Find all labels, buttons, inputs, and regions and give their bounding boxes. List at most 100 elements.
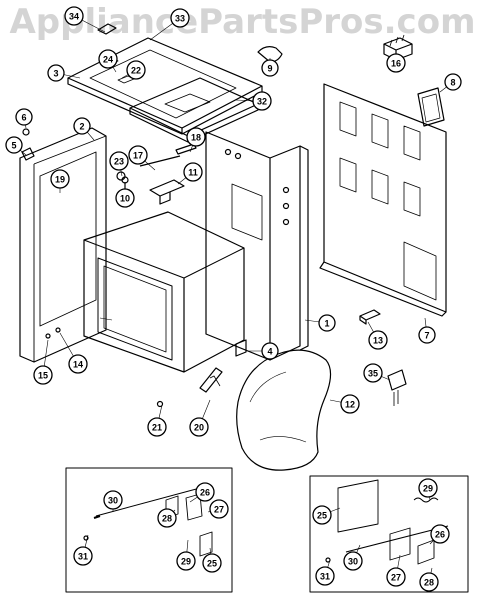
- callout-15-label: 15: [38, 371, 48, 381]
- callout-20-label: 20: [194, 423, 204, 433]
- part-23-nut: [116, 171, 126, 181]
- callout-27-left: 27: [209, 499, 229, 519]
- callout-34-label: 34: [69, 12, 79, 22]
- callout-31-right: 31: [315, 566, 335, 586]
- callout-30-right-bubble: [343, 551, 363, 571]
- callout-34: 34: [64, 6, 84, 26]
- callout-31-left-label: 31: [78, 552, 88, 562]
- part-3-top-panel: [67, 37, 263, 135]
- part-13-bracket: [359, 309, 381, 325]
- callout-24-bubble: [98, 49, 118, 69]
- callout-7-bubble: [418, 326, 436, 344]
- part-2-side-panel: [19, 127, 107, 363]
- callout-16: 16: [386, 53, 406, 73]
- callout-5-bubble: [5, 136, 23, 154]
- callout-29-right: 29: [418, 478, 438, 498]
- part-34-clip: [97, 23, 117, 35]
- callout-8-label: 8: [450, 78, 455, 88]
- back-panel: [319, 83, 447, 317]
- callout-25-right-label: 25: [317, 511, 327, 521]
- callout-23-bubble: [109, 151, 129, 171]
- callout-4: 4: [261, 342, 279, 360]
- callout-35-label: 35: [368, 369, 378, 379]
- part-35-switch: [387, 369, 407, 406]
- callout-30-left: 30: [103, 490, 123, 510]
- watermark: AppliancePartsPros.com: [9, 2, 476, 42]
- part-21-screw: [156, 400, 164, 408]
- callout-32-bubble: [252, 91, 272, 111]
- callout-35-bubble: [363, 363, 383, 383]
- callout-21: 21: [147, 417, 167, 437]
- callout-26-left: 26: [195, 482, 215, 502]
- callout-31-left-bubble: [73, 546, 93, 566]
- callout-26-right-label: 26: [435, 530, 445, 540]
- callout-18-label: 18: [191, 133, 201, 143]
- part-14-15-screws: [45, 327, 61, 339]
- part-11-bracket: [149, 179, 185, 205]
- callout-12-bubble: [340, 394, 360, 414]
- callout-14-label: 14: [73, 360, 83, 370]
- callout-31-right-bubble: [315, 566, 335, 586]
- callout-6: 6: [15, 108, 33, 126]
- callout-29-left-bubble: [176, 551, 196, 571]
- callout-26-right: 26: [430, 524, 450, 544]
- callout-24-label: 24: [103, 55, 113, 65]
- callout-2: 2: [73, 117, 91, 135]
- callout-29-left-label: 29: [181, 557, 191, 567]
- callout-4-label: 4: [267, 347, 272, 357]
- callout-15-bubble: [33, 365, 53, 385]
- callout-2-label: 2: [79, 122, 84, 132]
- callout-28-left: 28: [157, 508, 177, 528]
- callout-21-bubble: [147, 417, 167, 437]
- callout-33-label: 33: [175, 14, 185, 24]
- callout-24: 24: [98, 49, 118, 69]
- callout-32-label: 32: [257, 97, 267, 107]
- callout-17-label: 17: [133, 151, 143, 161]
- part-1-side-wall: [205, 131, 309, 361]
- callout-28-left-bubble: [157, 508, 177, 528]
- callout-26-left-bubble: [195, 482, 215, 502]
- callout-1-label: 1: [324, 319, 329, 329]
- callout-19-label: 19: [55, 175, 65, 185]
- callout-27-right-bubble: [386, 567, 406, 587]
- callout-30-right-label: 30: [348, 557, 358, 567]
- callout-3-bubble: [47, 64, 65, 82]
- part-6-screw: [22, 128, 30, 136]
- callout-8: 8: [444, 73, 462, 91]
- callout-12-label: 12: [345, 400, 355, 410]
- callout-11-label: 11: [188, 168, 198, 178]
- callout-14-bubble: [68, 354, 88, 374]
- detail-view-right: [309, 475, 469, 593]
- callout-25-left-label: 25: [207, 559, 217, 569]
- callout-27-right: 27: [386, 567, 406, 587]
- callout-26-left-label: 26: [200, 488, 210, 498]
- callout-22-label: 22: [131, 66, 141, 76]
- oven-cavity: [83, 211, 245, 373]
- callout-20-bubble: [189, 417, 209, 437]
- callout-28-right-bubble: [419, 572, 439, 592]
- callout-16-label: 16: [391, 59, 401, 69]
- callout-5: 5: [5, 136, 23, 154]
- callout-29-right-label: 29: [423, 484, 433, 494]
- callout-1-bubble: [318, 314, 336, 332]
- callout-32: 32: [252, 91, 272, 111]
- part-4-clip: [235, 339, 247, 357]
- callout-3-label: 3: [53, 69, 58, 79]
- callout-27-left-label: 27: [214, 505, 224, 515]
- callout-20: 20: [189, 417, 209, 437]
- callout-8-bubble: [444, 73, 462, 91]
- callout-27-left-bubble: [209, 499, 229, 519]
- callout-6-label: 6: [21, 113, 26, 123]
- callout-16-bubble: [386, 53, 406, 73]
- callout-11: 11: [183, 162, 203, 182]
- callout-14: 14: [68, 354, 88, 374]
- callout-29-right-bubble: [418, 478, 438, 498]
- part-20-hinge: [199, 367, 223, 393]
- callout-7: 7: [418, 326, 436, 344]
- callout-21-label: 21: [152, 423, 162, 433]
- callout-19-bubble: [50, 169, 70, 189]
- callout-9-label: 9: [267, 64, 272, 74]
- callout-9: 9: [261, 59, 279, 77]
